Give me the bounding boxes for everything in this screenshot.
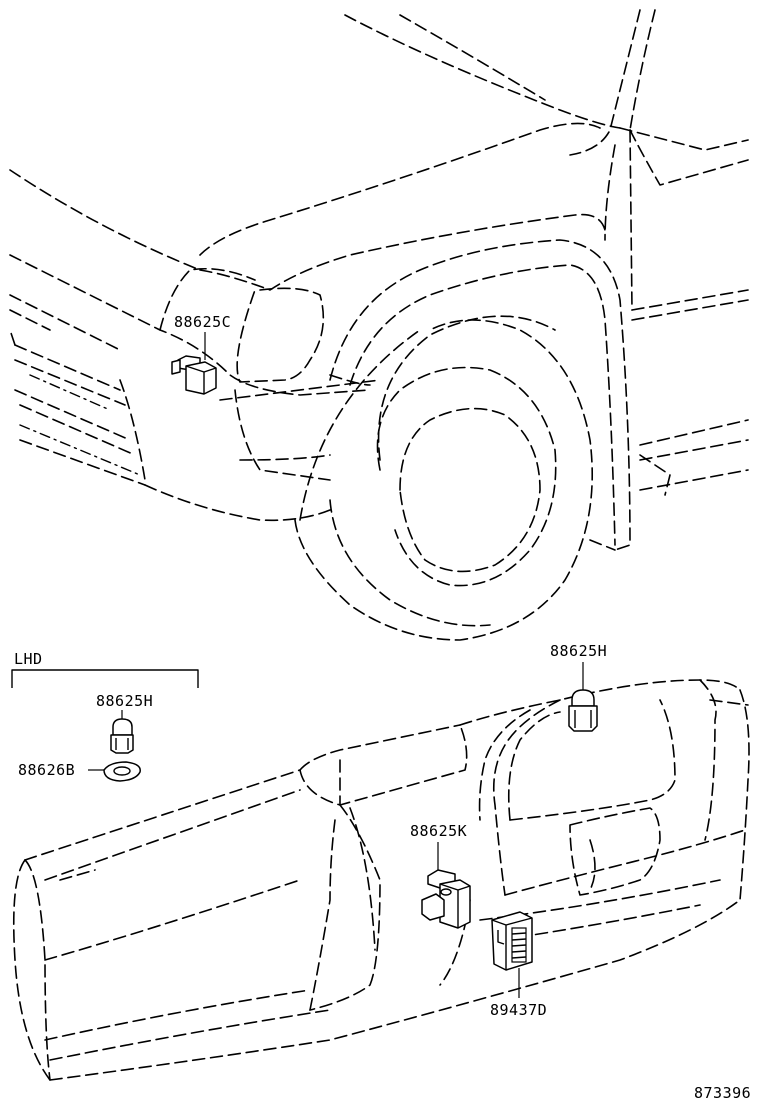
- vehicle-front-view: [9, 9, 749, 641]
- label-88625c: 88625C: [174, 313, 231, 331]
- retainer-88626b: [103, 761, 141, 782]
- sensor-88625h-bumper: 88625H: [550, 642, 607, 732]
- diagram-number: 873396: [694, 1084, 751, 1102]
- label-88625k: 88625K: [410, 822, 467, 840]
- sensor-88625h-lhd: [110, 718, 134, 754]
- bumper-view: [12, 679, 750, 1081]
- sensor-88625c: 88625C: [171, 313, 231, 395]
- label-88625h-lhd: 88625H: [96, 692, 153, 710]
- label-lhd: LHD: [14, 650, 43, 668]
- part-89437d: 89437D: [490, 911, 547, 1019]
- label-88625h-bumper: 88625H: [550, 642, 607, 660]
- label-89437d: 89437D: [490, 1001, 547, 1019]
- label-88626b: 88626B: [18, 761, 75, 779]
- lhd-detail: LHD 88625H 88626B: [11, 650, 199, 782]
- sensor-88625k: 88625K: [410, 822, 471, 929]
